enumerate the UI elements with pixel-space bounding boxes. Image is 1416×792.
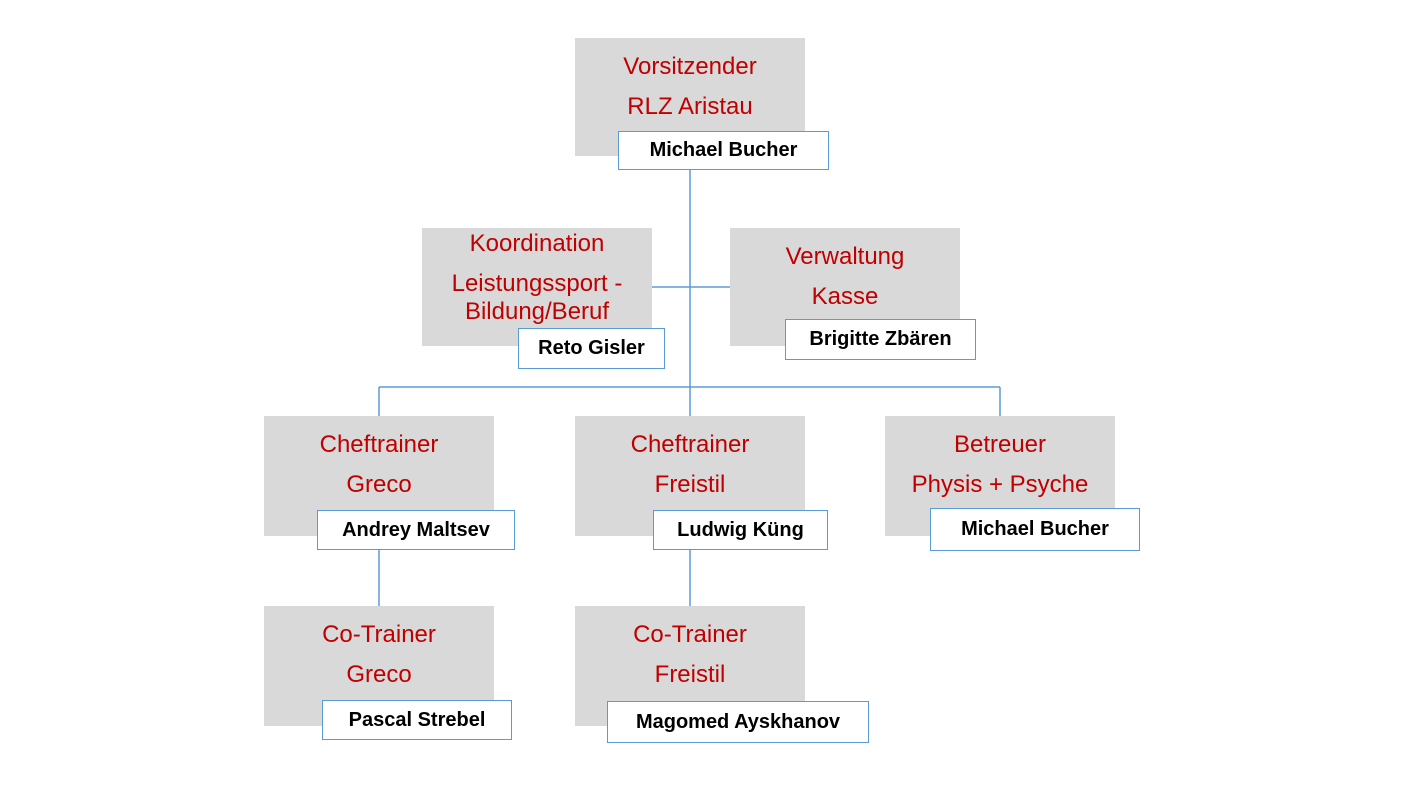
- name-box-koordination: Reto Gisler: [518, 328, 665, 369]
- role-box-koordination: Koordination Leistungssport - Bildung/Be…: [422, 228, 652, 346]
- role-title: Betreuer: [953, 431, 1047, 458]
- role-title: Cheftrainer: [319, 431, 439, 458]
- role-title: Koordination: [469, 230, 605, 257]
- role-subtitle: Greco: [346, 471, 412, 498]
- role-title: Vorsitzender: [623, 53, 757, 80]
- name-box-verwaltung: Brigitte Zbären: [785, 319, 976, 360]
- role-title: Co-Trainer: [633, 621, 747, 648]
- role-subtitle: Freistil: [654, 661, 726, 688]
- name-box-cheftrainer-greco: Andrey Maltsev: [317, 510, 515, 550]
- role-title: Co-Trainer: [322, 621, 436, 648]
- role-subtitle-2: Bildung/Beruf: [464, 298, 610, 325]
- name-box-vorsitzender: Michael Bucher: [618, 131, 829, 170]
- role-subtitle: Greco: [346, 661, 412, 688]
- name-box-cotrainer-greco: Pascal Strebel: [322, 700, 512, 740]
- role-subtitle: Physis + Psyche: [911, 471, 1089, 498]
- role-title: Cheftrainer: [630, 431, 750, 458]
- role-title: Verwaltung: [785, 243, 905, 270]
- role-subtitle: Kasse: [811, 283, 879, 310]
- name-box-cheftrainer-freistil: Ludwig Küng: [653, 510, 828, 550]
- role-subtitle: Freistil: [654, 471, 726, 498]
- role-subtitle: RLZ Aristau: [627, 93, 753, 120]
- name-box-cotrainer-freistil: Magomed Ayskhanov: [607, 701, 869, 743]
- role-subtitle: Leistungssport -: [451, 270, 623, 297]
- name-box-betreuer: Michael Bucher: [930, 508, 1140, 551]
